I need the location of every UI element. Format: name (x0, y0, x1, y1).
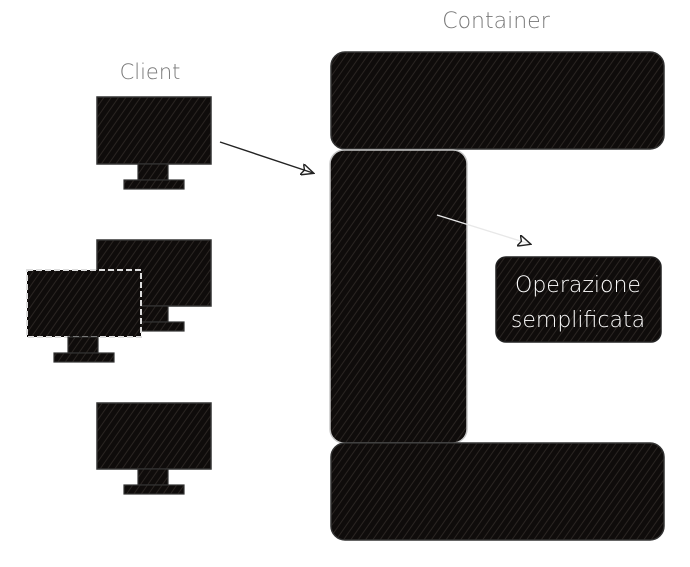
callout-box: Operazione semplificata (495, 256, 662, 343)
monitor-base (123, 484, 185, 495)
client-monitor-3 (96, 402, 212, 495)
monitor-base (53, 352, 115, 363)
callout-text-line-2: semplificata (511, 308, 645, 333)
monitor-stand (137, 468, 169, 486)
container-middle-block (329, 149, 468, 444)
client-to-container-arrow (219, 141, 313, 173)
container-label: Container (442, 9, 550, 34)
monitor-screen (96, 402, 212, 470)
monitor-screen (26, 269, 142, 338)
monitor-stand (137, 305, 169, 323)
callout-background (495, 256, 662, 343)
monitor-screen (96, 96, 212, 165)
container-to-callout-arrow (436, 214, 530, 244)
callout-text-line-1: Operazione (515, 273, 641, 298)
client-label: Client (120, 60, 181, 84)
container-top-block (330, 51, 665, 150)
monitor-base (123, 179, 185, 190)
client-monitor-group (26, 239, 212, 363)
client-monitor-front (26, 269, 142, 363)
container-bottom-block (330, 442, 665, 541)
monitor-stand (67, 336, 99, 354)
monitor-stand (137, 163, 169, 181)
client-monitor-1 (96, 96, 212, 190)
